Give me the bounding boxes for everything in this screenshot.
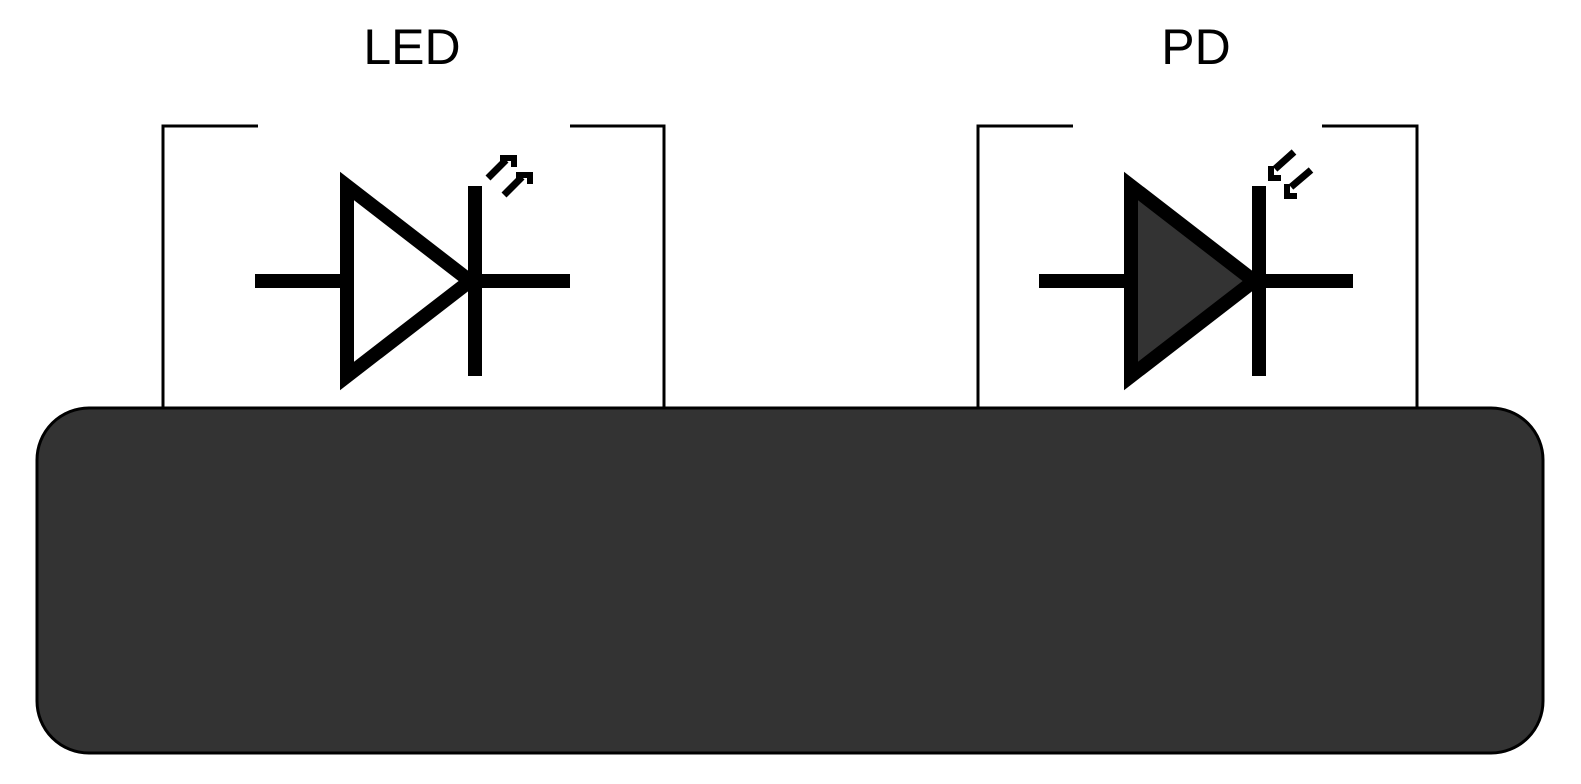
pd-light-arrows-icon	[1268, 149, 1314, 199]
base-substrate	[35, 406, 1545, 755]
led-symbol-icon	[255, 155, 570, 391]
led-label: LED	[363, 19, 461, 75]
pd-triangle	[1124, 171, 1266, 391]
led-emission-arrows-icon	[485, 155, 533, 198]
led-housing-bracket	[161, 124, 666, 407]
pd-label: PD	[1161, 19, 1231, 75]
pd-symbol-icon	[1039, 149, 1353, 391]
pd-housing-bracket	[976, 124, 1419, 407]
led-triangle	[340, 171, 482, 391]
